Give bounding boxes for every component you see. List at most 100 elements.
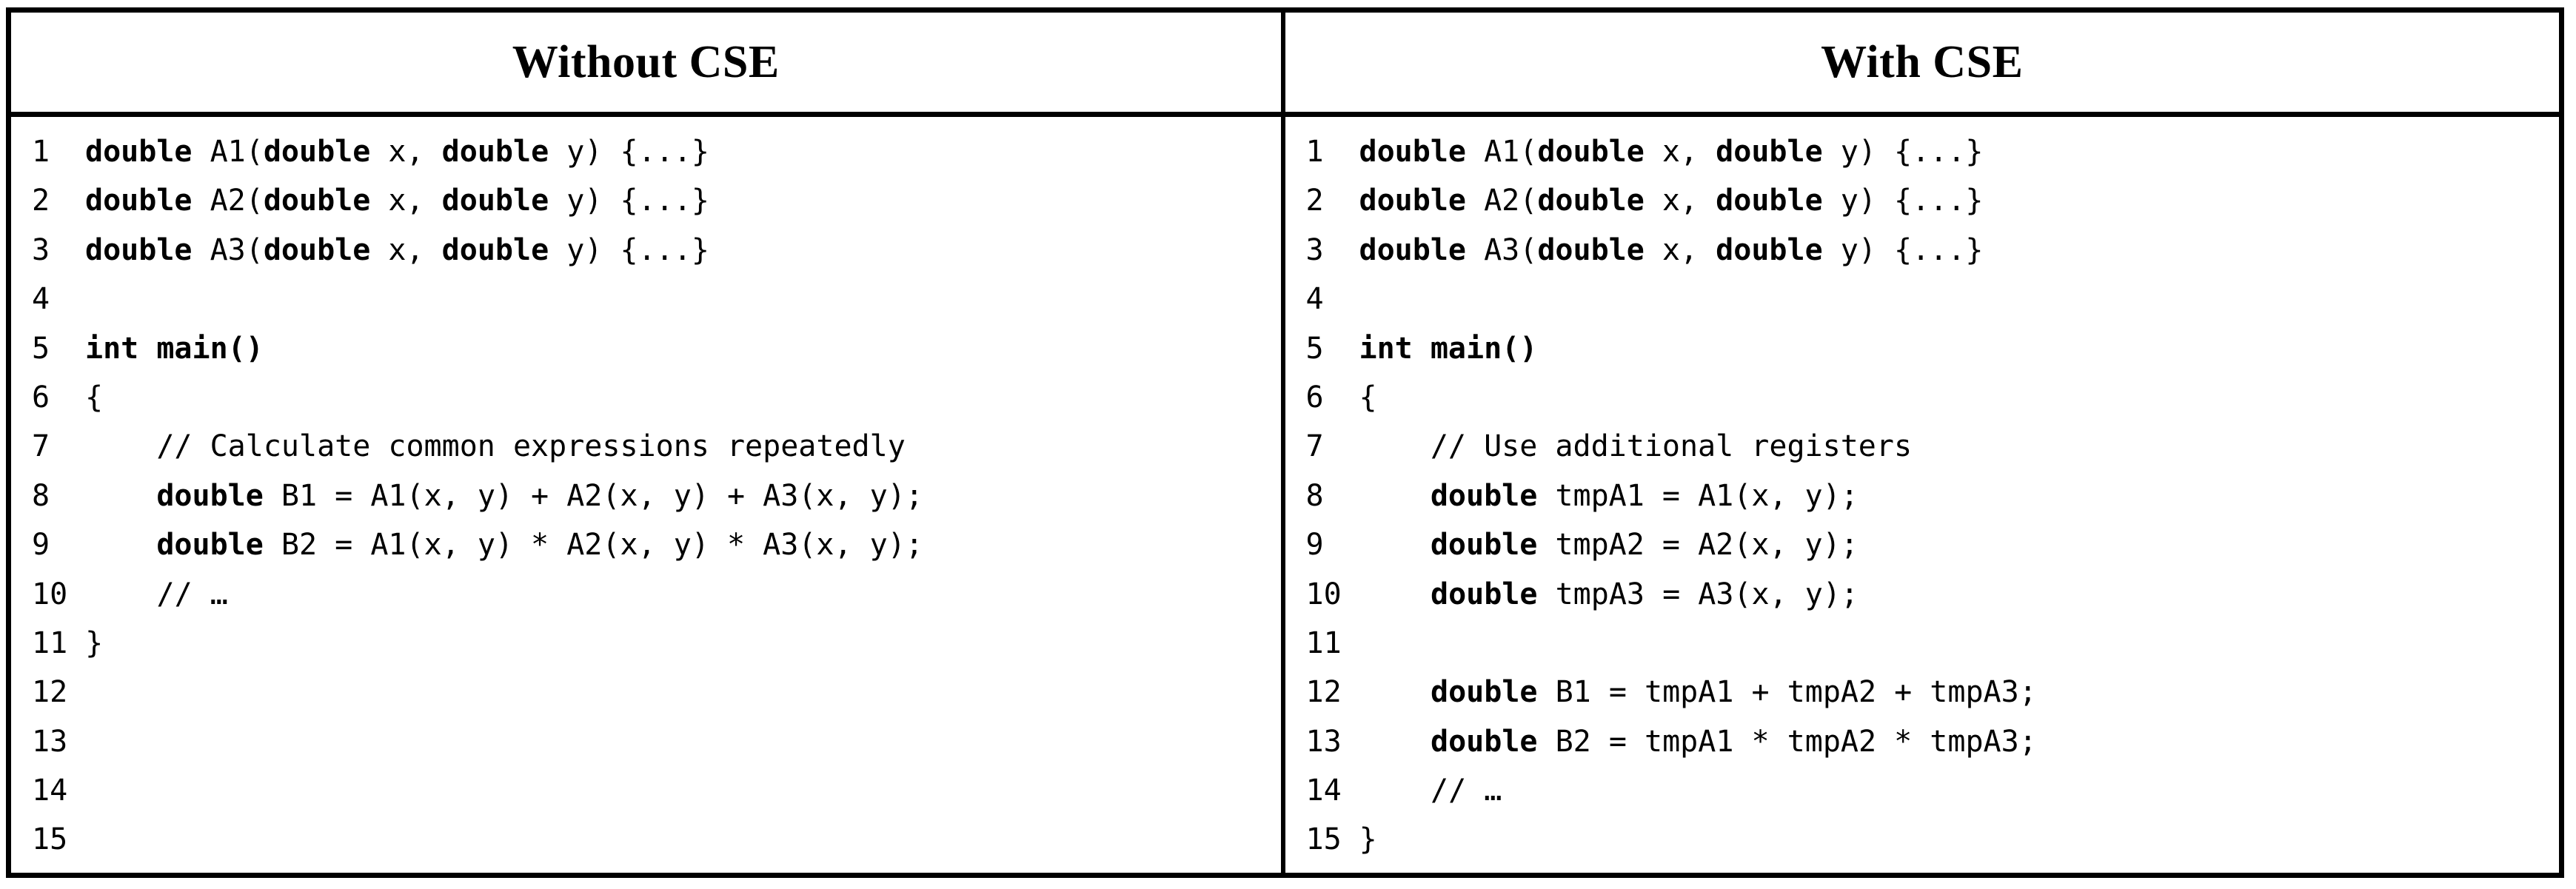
line-number: 2 <box>1305 184 1324 218</box>
code-keyword: double <box>156 528 264 563</box>
code-text: B1 = A1(x, y) + A2(x, y) + A3(x, y); <box>263 478 923 513</box>
code-text: x, <box>1644 184 1716 218</box>
code-text: x, <box>370 135 442 169</box>
code-keyword: double <box>1359 184 1467 218</box>
code-text: x, <box>1644 135 1716 169</box>
line-code: // Use additional registers <box>1342 422 2560 471</box>
code-keyword: double <box>1431 577 1538 611</box>
line-number: 13 <box>32 724 68 759</box>
code-text: A1( <box>192 135 264 169</box>
code-keyword: double <box>1716 135 1823 169</box>
code-keyword: double <box>85 184 193 218</box>
line-number: 14 <box>32 774 68 808</box>
line-code: double A1(double x, double y) {...} <box>1342 127 2560 176</box>
line-code: // … <box>1342 766 2559 815</box>
code-text: A2( <box>1466 184 1538 218</box>
line-code: int main() <box>1342 324 2560 373</box>
line-number: 14 <box>1305 774 1342 808</box>
code-text: A1( <box>1466 135 1538 169</box>
code-text: A3( <box>1466 232 1538 267</box>
code-line: 8 double tmpA1 = A1(x, y); <box>1285 472 2560 520</box>
line-number: 15 <box>32 822 68 857</box>
code-text <box>85 479 156 513</box>
code-text: B1 = tmpA1 + tmpA2 + tmpA3; <box>1537 675 2037 710</box>
code-text <box>1359 528 1431 562</box>
code-keyword: double <box>263 232 371 267</box>
code-keyword: double <box>1430 528 1538 563</box>
column-header-without-cse: Without CSE <box>11 13 1285 112</box>
code-line: 15} <box>1285 815 2560 864</box>
code-text: { <box>85 380 104 415</box>
code-text: A2( <box>192 184 264 218</box>
code-line: 6{ <box>1285 373 2560 422</box>
code-line: 4 <box>1285 275 2560 323</box>
code-line: 15 <box>11 815 1281 864</box>
code-text <box>1359 675 1431 709</box>
code-text <box>1359 577 1431 611</box>
code-keyword: double <box>441 184 549 218</box>
code-keyword: double <box>441 135 549 169</box>
line-number: 9 <box>32 528 50 563</box>
code-text: y) {...} <box>549 232 709 267</box>
code-line: 13 <box>11 717 1281 766</box>
line-code: double A3(double x, double y) {...} <box>1342 226 2560 275</box>
code-keyword: double <box>263 135 371 169</box>
code-text: y) {...} <box>549 184 709 218</box>
line-number: 15 <box>1305 822 1342 857</box>
code-text: } <box>85 625 104 660</box>
code-line: 7 // Use additional registers <box>1285 422 2560 471</box>
code-block-with-cse: 1 double A1( double x, double y) {...} 2 dou… <box>1285 117 2560 873</box>
code-keyword: double <box>441 232 549 267</box>
line-number: 8 <box>32 478 50 513</box>
column-header-with-cse: With CSE <box>1285 13 2560 112</box>
code-line: 14 <box>11 766 1281 815</box>
code-text: { <box>1359 380 1377 415</box>
code-text: B2 = A1(x, y) * A2(x, y) * A3(x, y); <box>263 528 923 563</box>
code-keyword: double <box>1431 675 1538 710</box>
line-number: 7 <box>1305 429 1324 464</box>
code-text: // … <box>1359 774 1502 808</box>
code-keyword: int main() <box>1359 331 1538 366</box>
code-keyword: double <box>1716 184 1823 218</box>
line-number: 11 <box>32 625 68 660</box>
code-text <box>85 528 156 562</box>
code-text: y) {...} <box>1822 184 1984 218</box>
code-line: 8 double B1 = A1(x, y) + A2(x, y) + A3(x… <box>11 472 1281 520</box>
code-text: tmpA1 = A1(x, y); <box>1537 478 1859 513</box>
line-number: 6 <box>1305 380 1324 415</box>
code-line: 5 int main() <box>11 324 1281 373</box>
line-number: 1 <box>1305 135 1324 169</box>
line-code: int main() <box>67 324 1281 373</box>
line-number: 5 <box>32 331 50 366</box>
line-code: double B1 = tmpA1 + tmpA2 + tmpA3; <box>1342 668 2559 717</box>
code-line: 10 double tmpA3 = A3(x, y); <box>1285 570 2560 619</box>
line-number: 13 <box>1305 724 1342 759</box>
code-keyword: double <box>85 232 193 267</box>
code-line: 11} <box>11 619 1281 668</box>
code-line: 9 double tmpA2 = A2(x, y); <box>1285 520 2560 569</box>
line-number: 6 <box>32 380 50 415</box>
code-line: 12 double B1 = tmpA1 + tmpA2 + tmpA3; <box>1285 668 2560 717</box>
code-text: x, <box>370 232 442 267</box>
code-keyword: double <box>156 478 264 513</box>
code-text: A3( <box>192 232 264 267</box>
code-text: } <box>1359 822 1377 857</box>
code-text: B2 = tmpA1 * tmpA2 * tmpA3; <box>1537 724 2037 759</box>
line-number: 3 <box>32 232 50 267</box>
code-keyword: double <box>1359 232 1467 267</box>
line-code: } <box>1342 815 2559 864</box>
line-code: double tmpA1 = A1(x, y); <box>1342 472 2560 520</box>
line-code: { <box>1342 373 2560 422</box>
code-text: y) {...} <box>549 135 709 169</box>
code-text <box>1359 725 1431 759</box>
line-number: 4 <box>32 282 50 317</box>
code-line: 12 <box>11 668 1281 717</box>
column-header-without-cse-label: Without CSE <box>512 37 780 87</box>
code-text: tmpA2 = A2(x, y); <box>1537 528 1859 563</box>
table-header-row: Without CSE With CSE <box>11 13 2559 117</box>
line-code: double B2 = tmpA1 * tmpA2 * tmpA3; <box>1342 717 2559 766</box>
